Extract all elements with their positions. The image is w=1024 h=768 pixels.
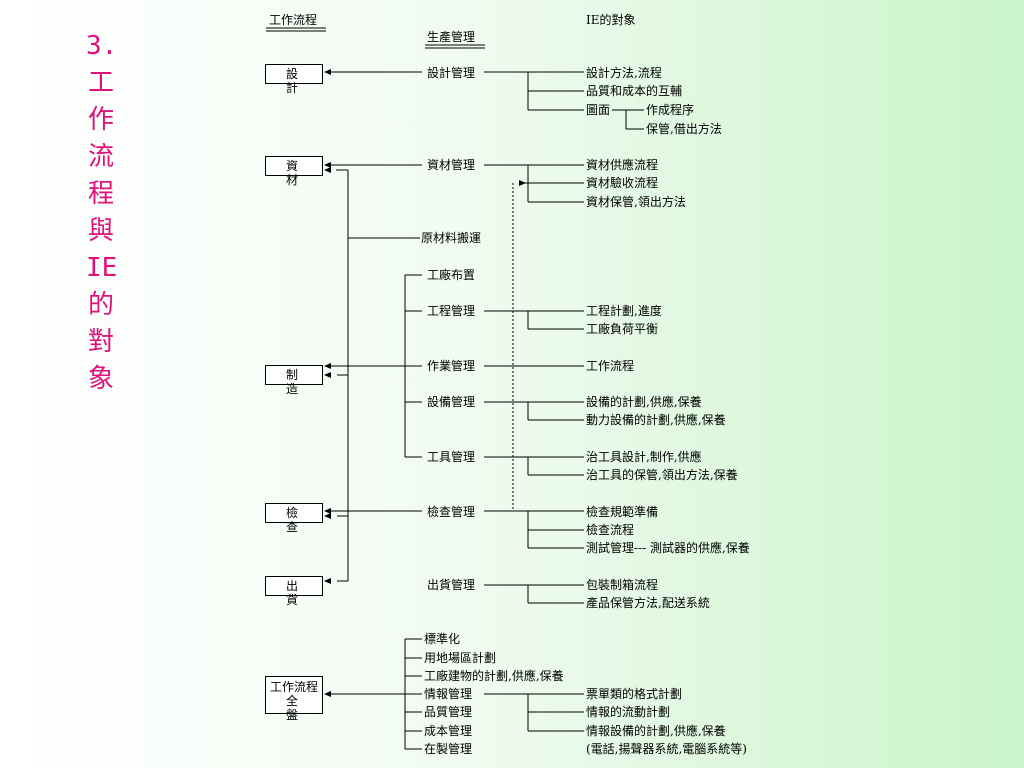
overall-item: 在製管理 bbox=[424, 742, 473, 756]
node-tool-mgmt: 工具管理 bbox=[427, 450, 476, 464]
ie-item: 工作流程 bbox=[586, 359, 635, 373]
box-design: 設 計 bbox=[265, 64, 323, 95]
node-inspection-mgmt: 檢查管理 bbox=[427, 505, 476, 519]
box-workflow-overall: 工作流程 全 盤 bbox=[265, 676, 323, 722]
box-material: 資 材 bbox=[265, 156, 323, 187]
node-material-mgmt: 資材管理 bbox=[427, 158, 476, 172]
box-inspection: 檢 查 bbox=[265, 503, 323, 534]
ie-item: 資材保管,領出方法 bbox=[586, 195, 686, 209]
title-char: 對 bbox=[87, 327, 114, 357]
ie-item: 情報設備的計劃,供應,保養 bbox=[586, 724, 726, 738]
title-char: 與 bbox=[87, 216, 114, 246]
box-label: 出 貨 bbox=[285, 579, 329, 607]
node-raw-material-handling: 原材料搬運 bbox=[421, 231, 482, 245]
ie-item: 資材供應流程 bbox=[586, 158, 659, 172]
ie-item: 情報的流動計劃 bbox=[586, 705, 671, 719]
ie-item: 治工具的保管,領出方法,保養 bbox=[586, 468, 738, 482]
ie-item: 保管,借出方法 bbox=[646, 122, 722, 136]
title-char: 的 bbox=[87, 290, 114, 320]
box-label: 工作流程 bbox=[269, 680, 318, 694]
ie-item: 產品保管方法,配送系統 bbox=[586, 596, 710, 610]
node-operation-mgmt: 作業管理 bbox=[427, 359, 476, 373]
ie-item: 品質和成本的互輔 bbox=[586, 84, 683, 98]
title-char: 作 bbox=[87, 105, 114, 135]
ie-item: 作成程序 bbox=[646, 103, 695, 117]
node-factory-layout: 工廠布置 bbox=[427, 268, 476, 282]
overall-item: 品質管理 bbox=[424, 705, 473, 719]
box-shipping: 出 貨 bbox=[265, 576, 323, 607]
ie-item: 資材驗收流程 bbox=[586, 176, 659, 190]
ie-item: 設備的計劃,供應,保養 bbox=[586, 395, 702, 409]
ie-item: 檢查規範準備 bbox=[586, 505, 659, 519]
node-equipment-mgmt: 設備管理 bbox=[427, 395, 476, 409]
box-label: 制 造 bbox=[285, 368, 329, 396]
ie-item: (電話,揚聲器系統,電腦系統等) bbox=[586, 742, 747, 756]
node-process-mgmt: 工程管理 bbox=[427, 304, 476, 318]
ie-item: 圖面 bbox=[586, 103, 611, 117]
ie-item: 設計方法,流程 bbox=[586, 66, 662, 80]
box-manufacture: 制 造 bbox=[265, 365, 323, 396]
slide-title: 3. 工 作 流 程 與 IE 的 對 象 bbox=[86, 28, 118, 398]
ie-item: 治工具設計,制作,供應 bbox=[586, 450, 702, 464]
overall-item: 情報管理 bbox=[424, 687, 473, 701]
title-char: 流 bbox=[87, 142, 114, 172]
node-design-mgmt: 設計管理 bbox=[427, 66, 476, 80]
title-char: 象 bbox=[87, 364, 114, 394]
title-char: 程 bbox=[87, 179, 114, 209]
box-label: 設 計 bbox=[285, 67, 329, 95]
box-label: 全 盤 bbox=[285, 694, 329, 722]
header-ie-objects: IE的對象 bbox=[586, 13, 636, 27]
title-char: 工 bbox=[87, 68, 114, 98]
overall-item: 標準化 bbox=[424, 632, 461, 646]
overall-item: 用地場區計劃 bbox=[424, 651, 497, 665]
ie-item: 包裝制箱流程 bbox=[586, 578, 659, 592]
box-label: 資 材 bbox=[285, 159, 329, 187]
overall-item: 成本管理 bbox=[424, 724, 473, 738]
ie-item: 檢查流程 bbox=[586, 523, 635, 537]
ie-item: 測試管理--- 測試器的供應,保養 bbox=[586, 541, 750, 555]
ie-item: 票單類的格式計劃 bbox=[586, 687, 683, 701]
ie-item: 動力設備的計劃,供應,保養 bbox=[586, 413, 726, 427]
title-char: 3. bbox=[86, 31, 118, 61]
overall-item: 工廠建物的計劃,供應,保養 bbox=[424, 669, 564, 683]
header-production: 生產管理 bbox=[427, 30, 476, 44]
title-char: IE bbox=[86, 253, 118, 283]
box-label: 檢 查 bbox=[285, 506, 329, 534]
ie-item: 工廠負荷平衡 bbox=[586, 322, 659, 336]
header-workflow: 工作流程 bbox=[269, 13, 318, 27]
ie-item: 工程計劃,進度 bbox=[586, 304, 662, 318]
node-shipping-mgmt: 出貨管理 bbox=[427, 578, 476, 592]
